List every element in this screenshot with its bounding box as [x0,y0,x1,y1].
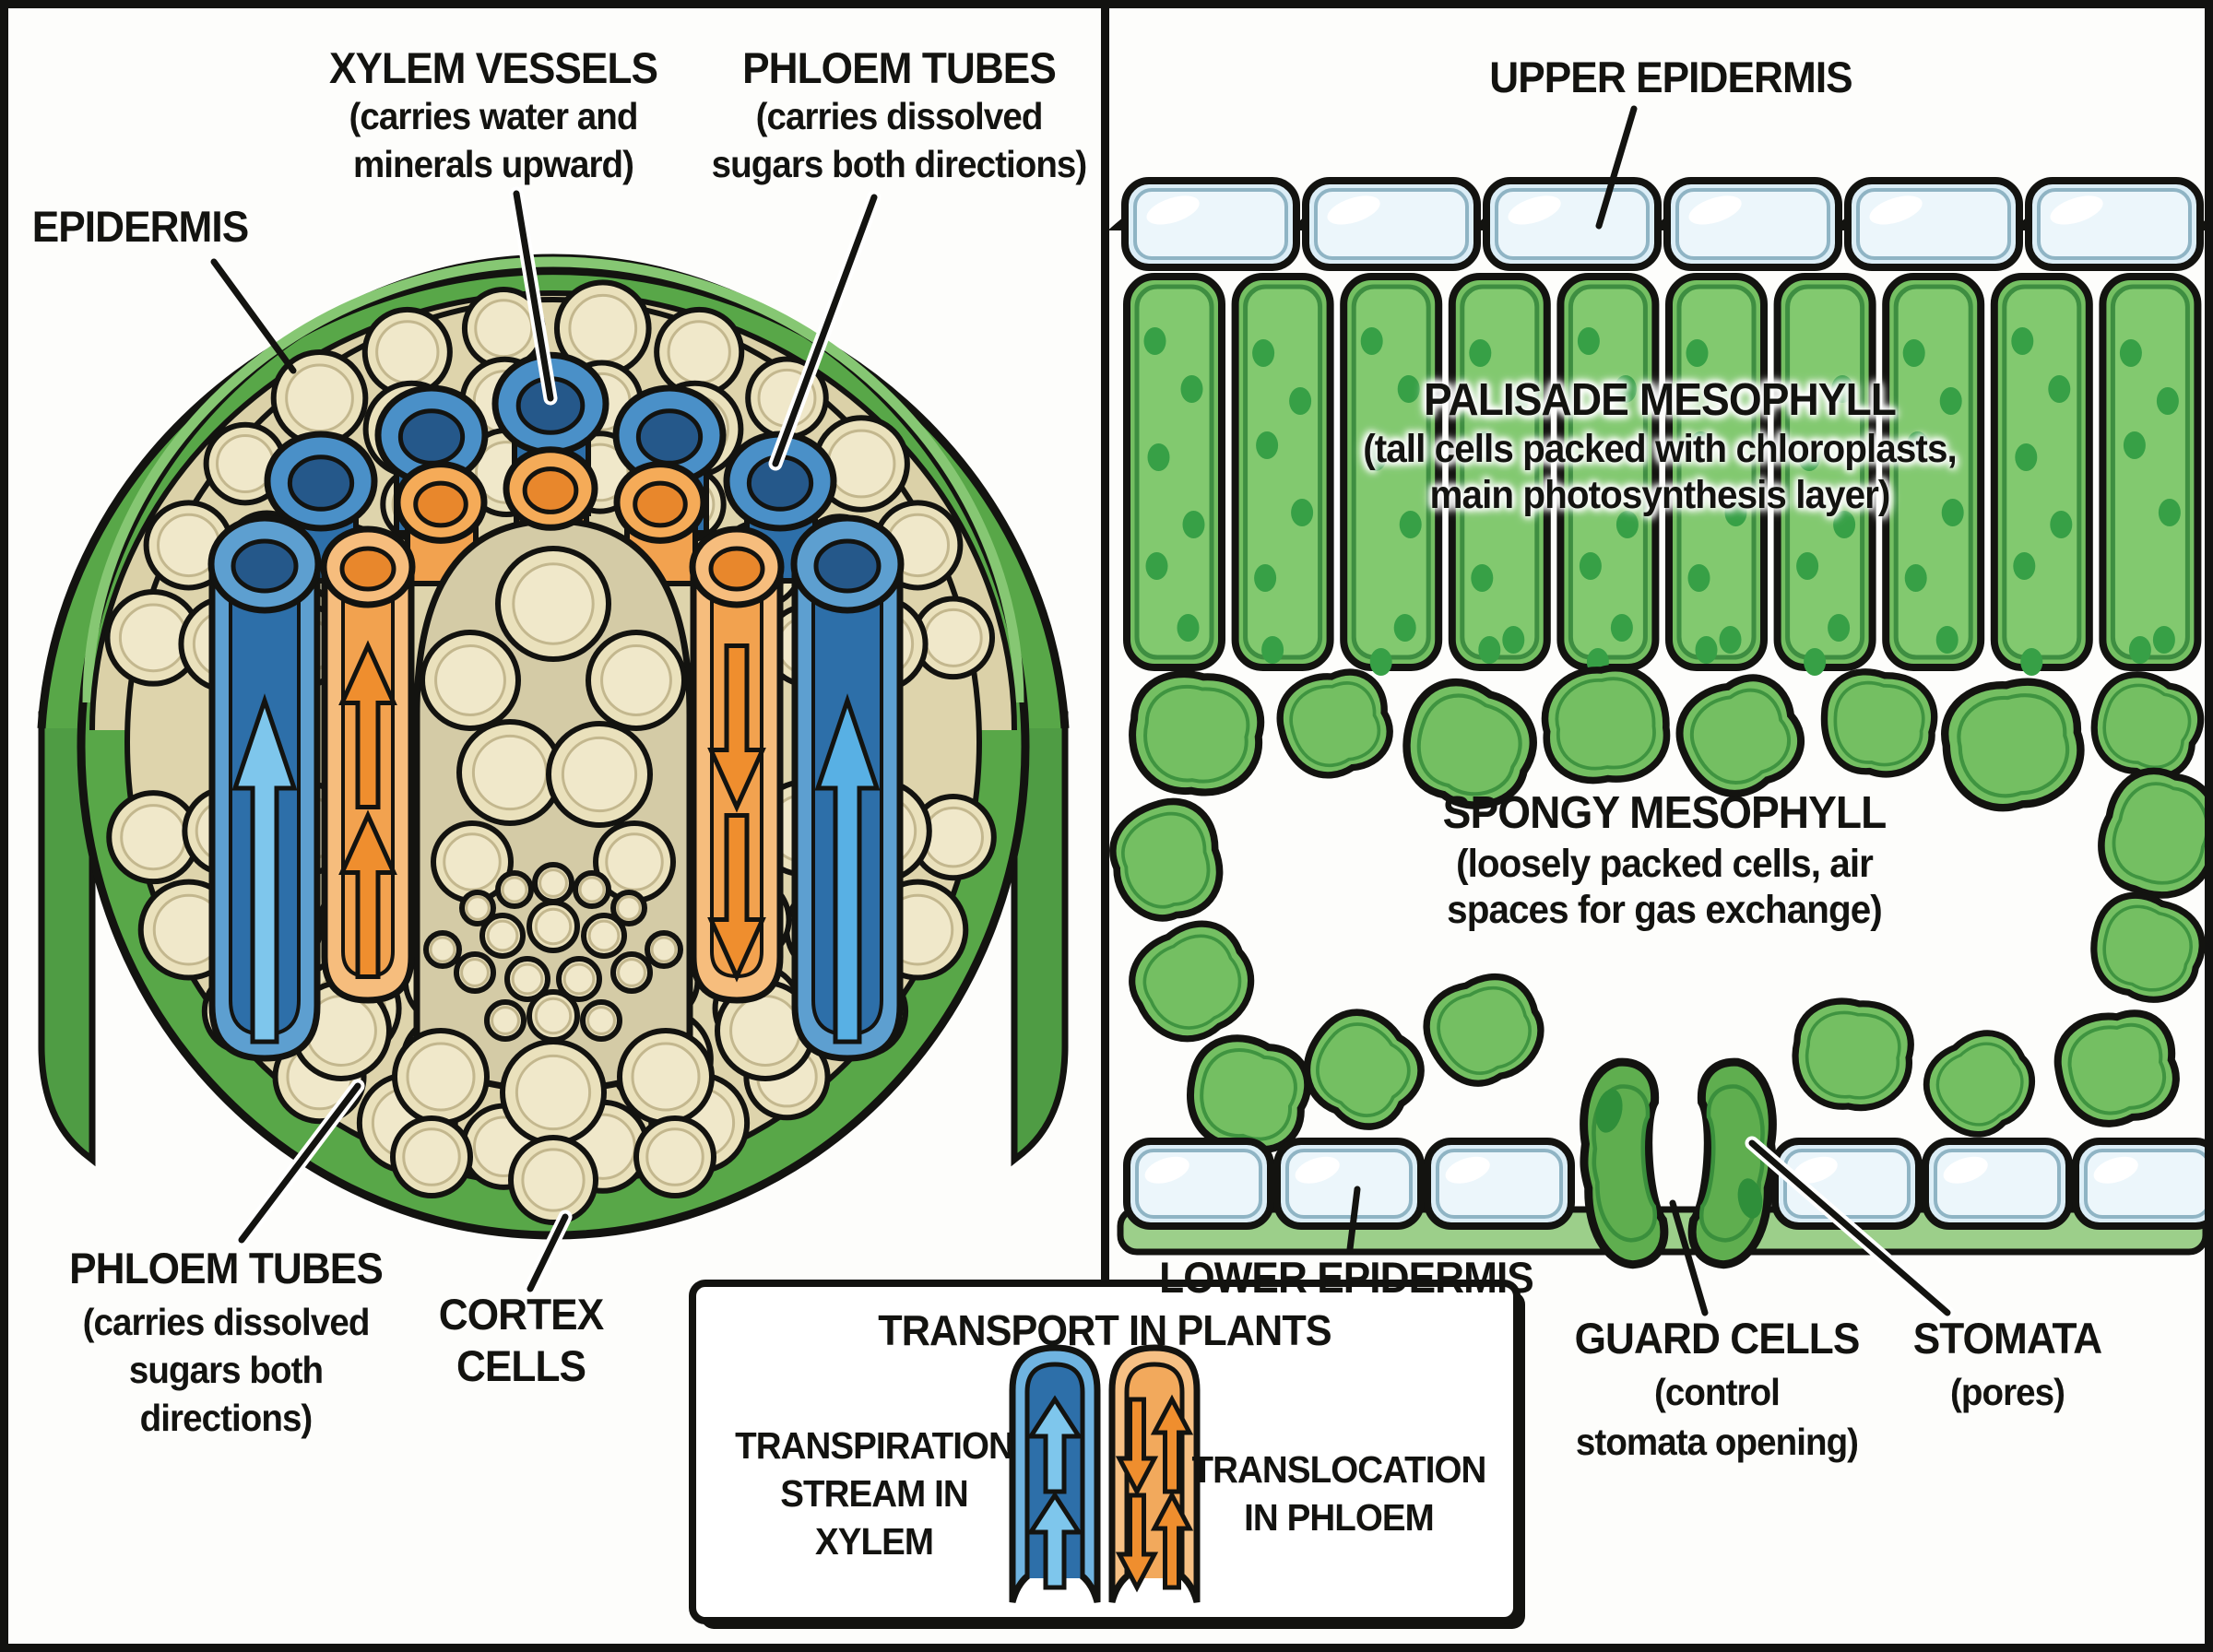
lower-epidermis-cells [1123,1138,2213,1230]
cortex-cells-label-2: CELLS [456,1341,586,1390]
phloem-tubes-top-label: PHLOEM TUBES [742,43,1057,92]
legend-xylem-label-1: TRANSPIRATION [735,1424,1014,1467]
palisade-caption-1: (tall cells packed with chloroplasts, [1363,427,1958,471]
xylem-vessels-caption-2: minerals upward) [352,143,634,185]
legend-box [689,1280,1525,1629]
cortex-cells-label-1: CORTEX [438,1290,604,1339]
leader-lines [210,105,1955,1320]
palisade-mesophyll-label: PALISADE MESOPHYLL [1424,375,1897,425]
stem-diagram [37,254,1070,1240]
guard-cells-caption-1: (control [1654,1371,1781,1413]
spongy-caption-1: (loosely packed cells, air [1456,842,1874,886]
guard-cells-shape [1577,1060,1779,1268]
epidermis-label: EPIDERMIS [31,202,250,251]
legend-xylem-label-3: XYLEM [814,1520,934,1563]
upper-epidermis-label: UPPER EPIDERMIS [1489,53,1852,101]
stomata-leader-line [1748,1139,1951,1316]
spongy-caption-2: spaces for gas exchange) [1447,888,1883,932]
palisade-caption-2: main photosynthesis layer) [1429,473,1891,517]
guard-cells-label: GUARD CELLS [1574,1314,1861,1363]
phloem-tubes-top-caption-2: sugars both directions) [711,143,1088,185]
phloem-tubes-bottom-caption-1: (carries dissolved [82,1301,371,1343]
phloem-tubes-bottom-caption-3: directions) [139,1397,314,1439]
stomata-caption-1: (pores) [1949,1371,2065,1413]
legend-phloem-label-1: TRANSLOCATION [1191,1448,1487,1491]
legend-xylem-label-2: STREAM IN [780,1472,968,1515]
stomata-label: STOMATA [1912,1314,2102,1363]
phloem-tubes-top-caption-1: (carries dissolved [755,95,1044,137]
panel-divider [1101,0,1109,1283]
xylem-vessels-label: XYLEM VESSELS [328,43,658,92]
spongy-mesophyll-label: SPONGY MESOPHYLL [1442,788,1888,838]
epidermis-leader-line [210,258,297,374]
lower-epidermis-label: LOWER EPIDERMIS [1159,1253,1534,1302]
xylem-vessels-caption-1: (carries water and [349,95,639,137]
phloem-bottom-leader-line [238,1082,361,1244]
leaf-diagram [1106,177,2213,1268]
phloem-tubes-bottom-label: PHLOEM TUBES [69,1244,384,1292]
legend-phloem-label-2: IN PHLOEM [1244,1496,1435,1539]
lower-epidermis-leader-line [1346,1186,1361,1253]
guard-cells-caption-2: stomata opening) [1575,1421,1859,1463]
guard-cells-leader-line [1669,1199,1709,1316]
upper-epidermis-cells [1121,177,2204,271]
phloem-tubes-bottom-caption-2: sugars both [128,1349,324,1391]
xylem-leader-line [513,190,554,402]
phloem-top-leader-line [772,194,878,467]
legend-title: TRANSPORT IN PLANTS [878,1306,1331,1354]
cortex-leader-line [527,1213,569,1292]
upper-epidermis-leader-line [1595,105,1638,230]
palisade-cells [1123,273,2202,676]
